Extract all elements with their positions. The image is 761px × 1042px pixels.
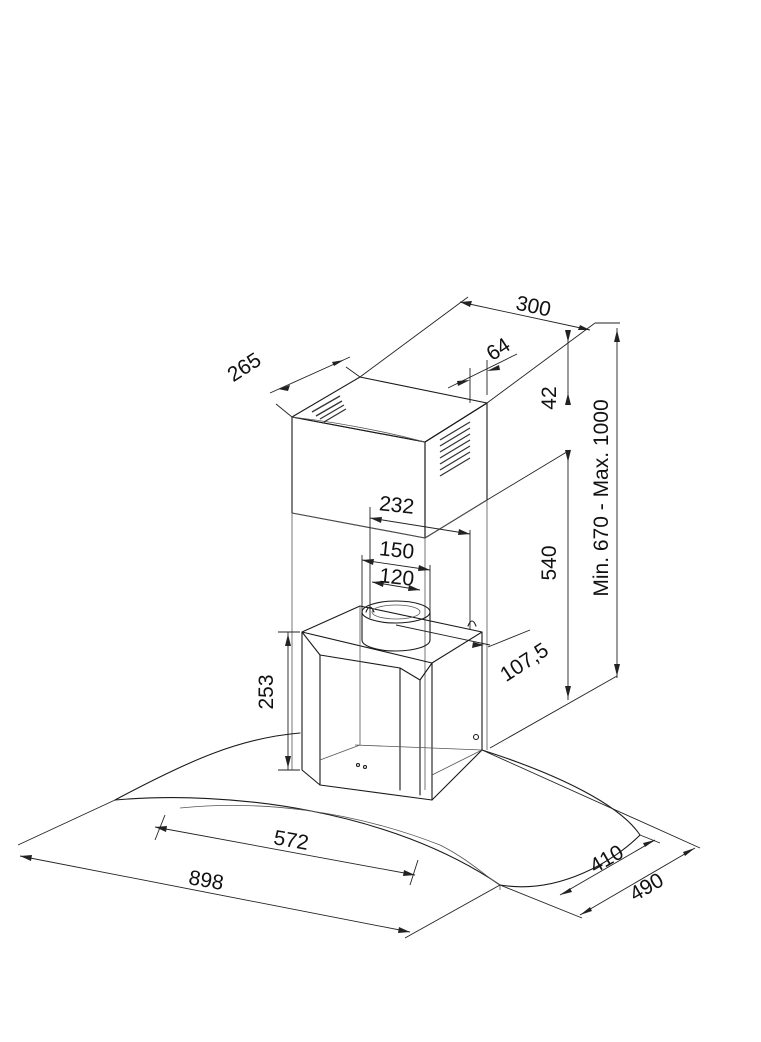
dim-150-label: 150 [378, 537, 415, 564]
dim-42-label: 42 [538, 386, 561, 409]
dim-410-label: 410 [586, 841, 628, 878]
dim-265-label: 265 [224, 348, 266, 386]
glass-canopy [114, 732, 641, 890]
dim-107-5-label: 107,5 [496, 639, 553, 687]
upper-chimney [291, 376, 488, 539]
dim-232-label: 232 [378, 492, 415, 519]
top-vent-slots [311, 395, 347, 423]
dim-300-label: 300 [514, 292, 553, 322]
side-vent-slots [439, 421, 471, 477]
dim-total-height-label: Min. 670 - Max. 1000 [590, 399, 613, 596]
dim-490-label: 490 [626, 869, 668, 906]
dim-898-label: 898 [187, 866, 226, 895]
dimension-lines [17, 296, 701, 939]
dim-572-label: 572 [272, 826, 311, 855]
hood-body [301, 605, 483, 801]
dim-540-label: 540 [538, 545, 561, 580]
dim-253-label: 253 [255, 674, 278, 709]
dim-120-label: 120 [378, 564, 415, 591]
